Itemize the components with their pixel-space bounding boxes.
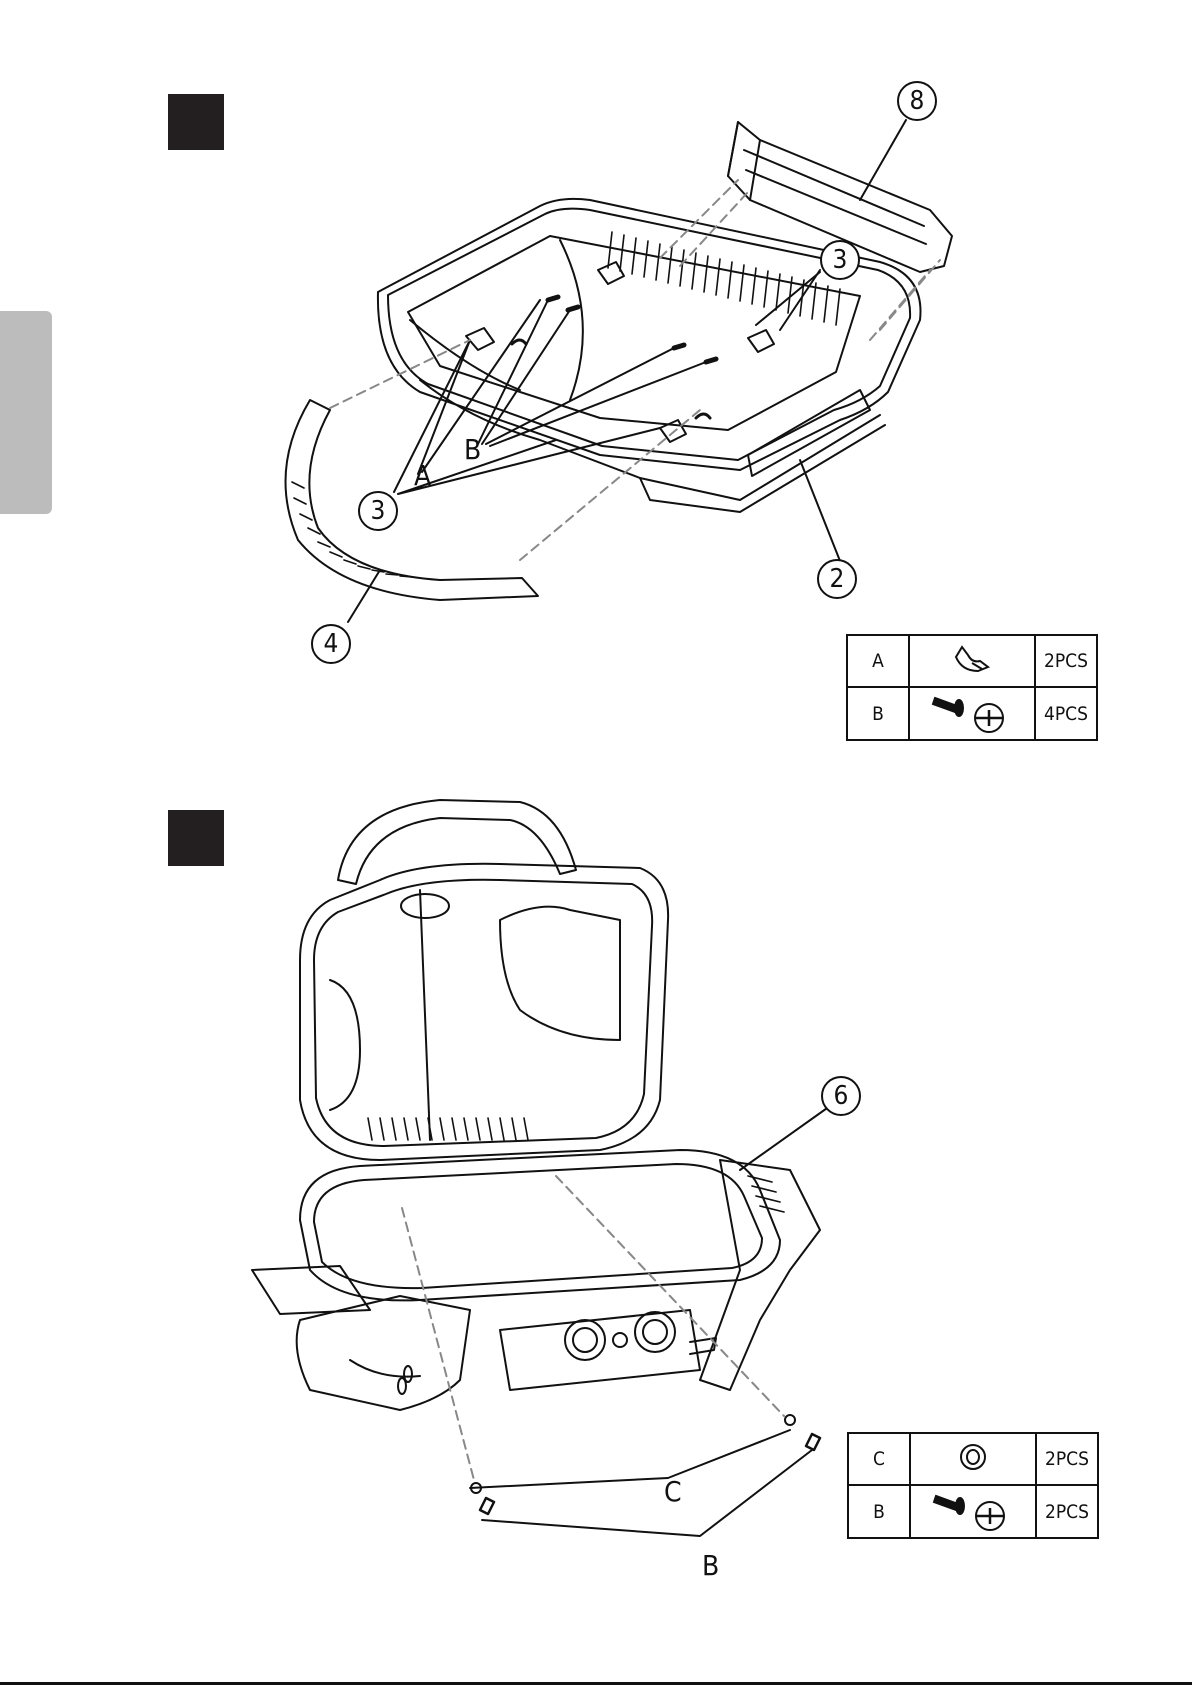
leader-2: [800, 460, 842, 566]
hardware-table-step2: C 2PCS B 2PCS: [847, 1432, 1099, 1539]
hardware-table-step1: A 2PCS B 4PCS: [846, 634, 1098, 741]
hardware-row: B 4PCS: [847, 687, 1097, 740]
leader-c: [470, 1430, 790, 1488]
letter-c: C: [664, 1478, 682, 1506]
letter-b: B: [464, 436, 481, 464]
leader-6: [740, 1106, 830, 1170]
hardware-row: B 2PCS: [848, 1485, 1098, 1538]
phillips-screw-icon: [910, 1485, 1036, 1538]
hardware-qty: 2PCS: [1036, 1433, 1098, 1485]
grill-base-drawing: [252, 1150, 820, 1410]
leader-b-2: [482, 1450, 812, 1536]
callout-part-4: 4: [311, 624, 351, 664]
callout-part-3-top: 3: [820, 240, 860, 280]
phillips-screw-icon: [909, 687, 1035, 740]
hardware-qty: 2PCS: [1035, 635, 1097, 687]
hardware-letter: A: [847, 635, 909, 687]
hardware-letter: C: [848, 1433, 910, 1485]
front-trim-drawing: [286, 400, 539, 600]
callout-part-6: 6: [821, 1076, 861, 1116]
washer-icon: [910, 1433, 1036, 1485]
hardware-qty: 4PCS: [1035, 687, 1097, 740]
grill-lid-drawing: [300, 800, 668, 1160]
letter-a: A: [414, 462, 431, 490]
leader-4: [348, 570, 380, 622]
callout-part-3-left: 3: [358, 491, 398, 531]
hardware-qty: 2PCS: [1036, 1485, 1098, 1538]
hardware-letter: B: [848, 1485, 910, 1538]
wing-nut-icon: [909, 635, 1035, 687]
hardware-letter: B: [847, 687, 909, 740]
letter-b-step2: B: [702, 1552, 719, 1580]
callout-part-8: 8: [897, 81, 937, 121]
leader-8: [860, 120, 906, 200]
hardware-row: A 2PCS: [847, 635, 1097, 687]
callout-part-2: 2: [817, 559, 857, 599]
hardware-row: C 2PCS: [848, 1433, 1098, 1485]
